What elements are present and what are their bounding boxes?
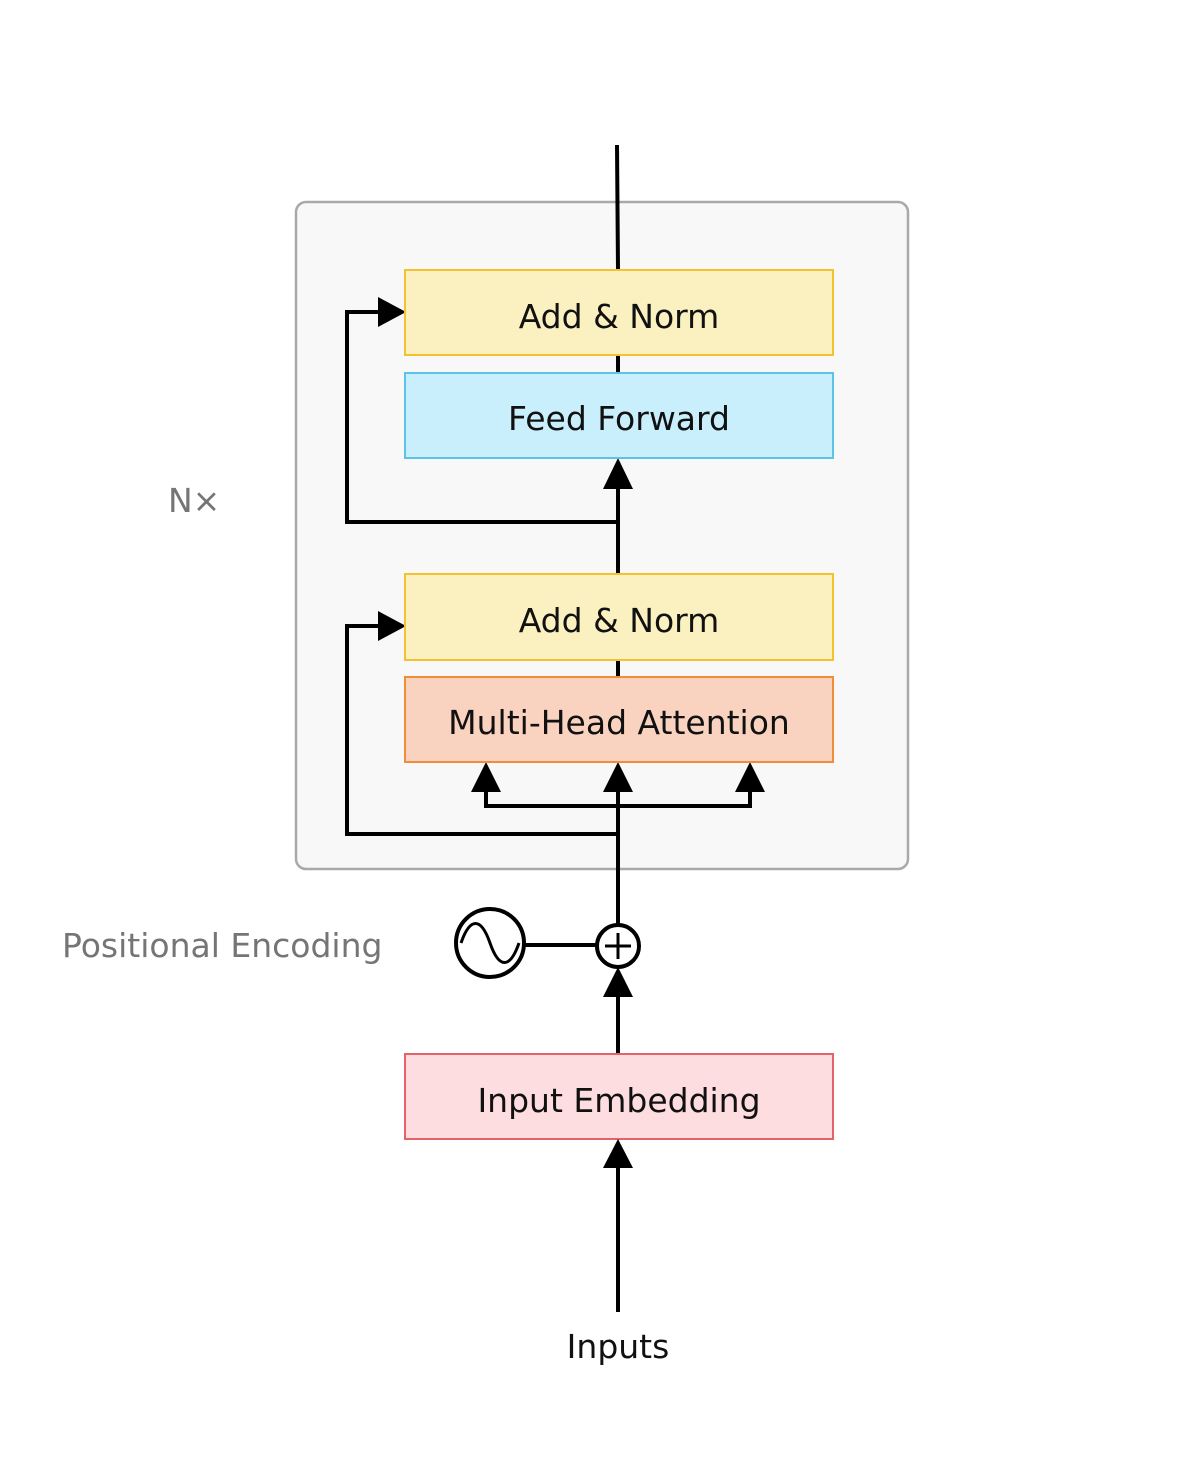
add-norm-top-box [404, 269, 834, 356]
residual-arrowhead-top [378, 297, 406, 327]
add-norm-bottom-label: Add & Norm [519, 601, 720, 640]
plus-circle-icon [595, 923, 641, 969]
inputs-label: Inputs [567, 1327, 670, 1366]
positional-encoding-label: Positional Encoding [62, 926, 382, 965]
residual-arrowhead-bottom [378, 611, 406, 641]
input-embedding-box [404, 1053, 834, 1140]
mha-arrowhead-query [471, 762, 501, 792]
sine-wave-icon [454, 907, 526, 979]
add-norm-top-label: Add & Norm [519, 297, 720, 336]
qkv-branch-wire [484, 792, 752, 808]
ff-arrowhead [603, 458, 633, 489]
plus-arrowhead [603, 967, 633, 997]
feed-forward-label: Feed Forward [508, 399, 730, 438]
input-embedding-label: Input Embedding [477, 1081, 760, 1120]
multi-head-attention-label: Multi-Head Attention [448, 703, 790, 742]
embedding-arrowhead [603, 1139, 633, 1168]
mha-arrowhead-key [735, 762, 765, 792]
output-wire [615, 144, 620, 271]
add-norm-bottom-box [404, 573, 834, 661]
residual-wire-bottom [345, 624, 618, 836]
repeat-label: N× [168, 481, 220, 520]
mha-arrowhead-value [603, 762, 633, 792]
feed-forward-box [404, 372, 834, 459]
residual-wire-top [345, 310, 618, 524]
multi-head-attention-box [404, 676, 834, 763]
